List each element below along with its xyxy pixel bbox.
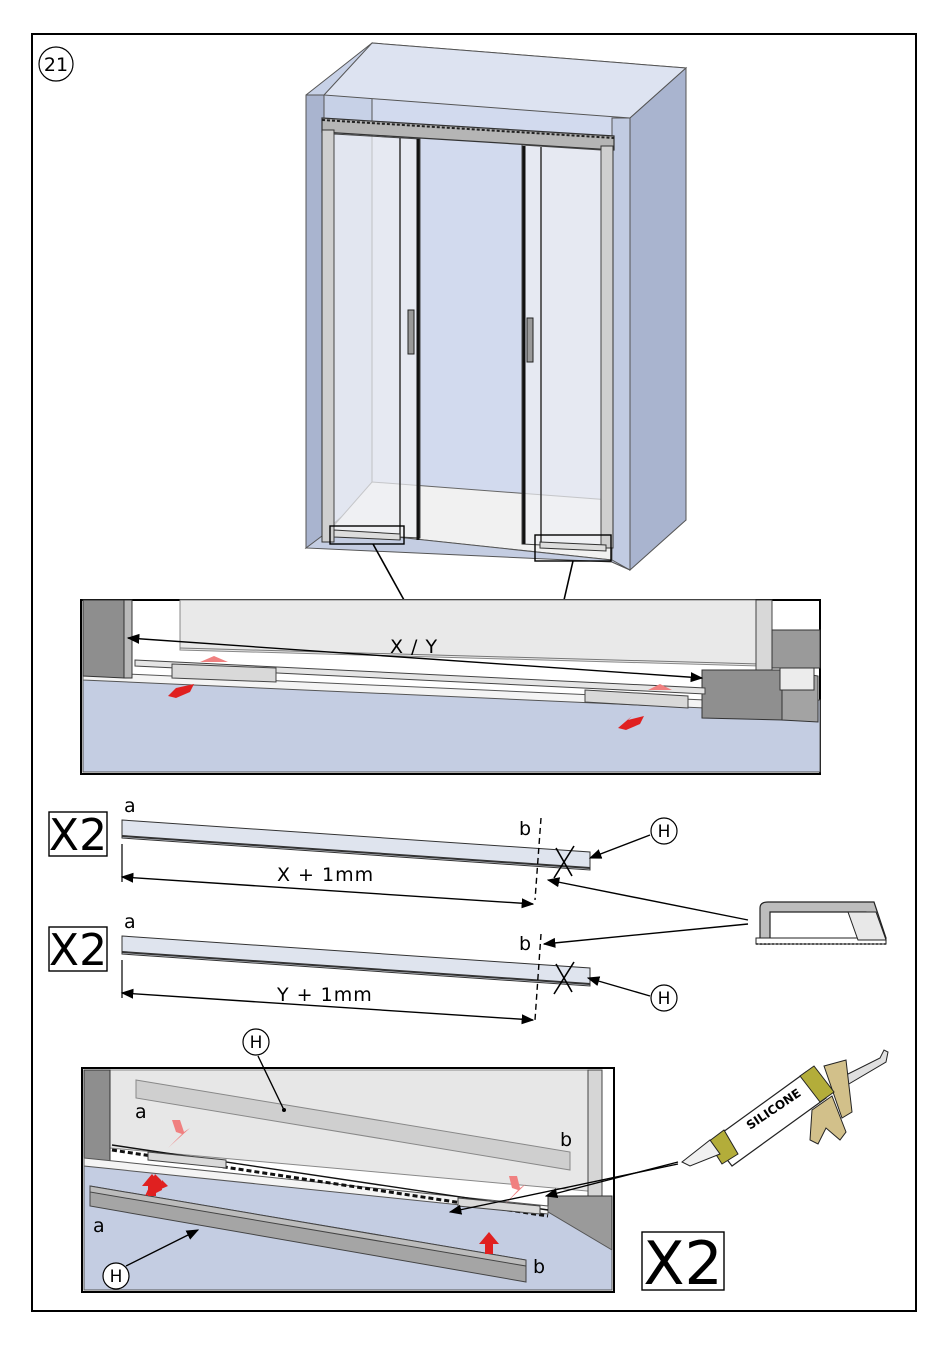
end-label-b-1: b — [519, 818, 531, 840]
right-door-glass — [522, 145, 601, 548]
part-h-callout-icon: H — [243, 1029, 269, 1055]
fit-detail-panel: a b a b H H — [82, 1029, 614, 1292]
end-label-a-1: a — [124, 795, 136, 817]
part-h-callout-icon: H — [651, 985, 677, 1011]
end-label-b-4: b — [533, 1256, 545, 1278]
dimension-y-label: Y + 1mm — [276, 984, 373, 1006]
right-wall — [630, 68, 686, 570]
right-door-handle — [527, 318, 533, 362]
part-h-callout-icon: H — [103, 1263, 129, 1289]
end-label-a-2: a — [124, 911, 136, 933]
end-label-b-2: b — [519, 933, 531, 955]
left-door-handle — [408, 310, 414, 354]
quantity-label-3: X2 — [643, 1229, 722, 1299]
part-h-label-4: H — [110, 1267, 123, 1287]
end-label-b-3: b — [560, 1129, 572, 1151]
step-number: 21 — [44, 54, 68, 76]
measure-detail-panel: X / Y — [81, 600, 820, 774]
cut-profile-section: X2 a b X + 1mm H X2 a b Y + 1mm H — [49, 795, 886, 1020]
part-h-callout-icon: H — [651, 818, 677, 844]
step-number-circle-icon: 21 — [39, 47, 73, 81]
hacksaw-icon — [756, 902, 886, 944]
end-label-a-4: a — [93, 1215, 105, 1237]
silicone-gun-icon: SILICONE — [682, 1050, 888, 1166]
shower-enclosure-illustration — [306, 43, 686, 600]
part-h-label-2: H — [658, 989, 671, 1009]
left-door-glass — [334, 134, 420, 538]
quantity-label-1: X2 — [49, 810, 107, 861]
cut-label-xy: X / Y — [390, 636, 438, 658]
part-h-label-1: H — [658, 822, 671, 842]
quantity-label-2: X2 — [49, 925, 107, 976]
end-label-a-3: a — [135, 1101, 147, 1123]
dimension-x-label: X + 1mm — [277, 864, 374, 886]
part-h-label-3: H — [250, 1033, 263, 1053]
